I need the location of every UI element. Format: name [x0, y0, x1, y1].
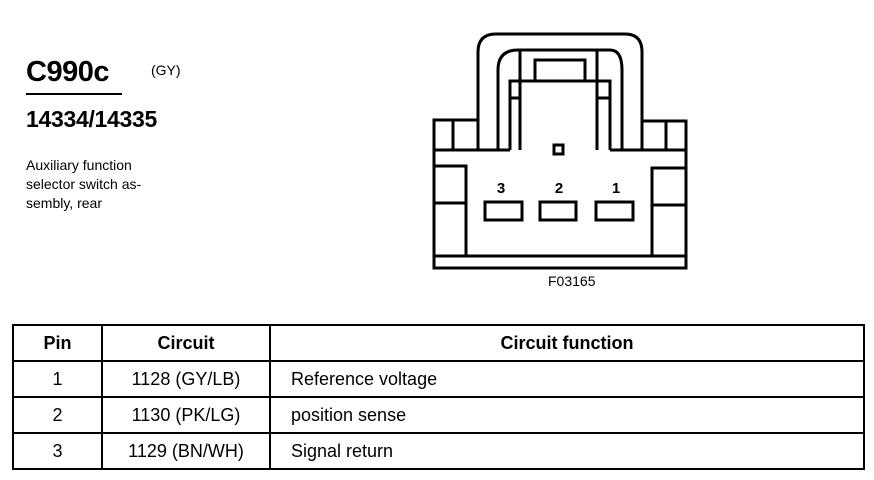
- cell-function: position sense: [269, 396, 865, 434]
- header-circuit: Circuit: [101, 324, 271, 362]
- left-shoulder: [432, 118, 478, 155]
- right-side-block: [650, 166, 686, 256]
- polarization-key: [552, 143, 565, 156]
- pin-cavity-2: [538, 200, 578, 222]
- figure-id: F03165: [548, 273, 596, 289]
- left-side-block: [434, 164, 468, 256]
- latch-outer: [476, 32, 644, 150]
- connector-face-diagram: 3 2 1: [432, 32, 688, 270]
- cell-function: Reference voltage: [269, 360, 865, 398]
- pin-cavity-1: [594, 200, 635, 222]
- cell-circuit: 1129 (BN/WH): [101, 432, 271, 470]
- part-numbers: 14334/14335: [26, 106, 158, 132]
- cell-circuit: 1130 (PK/LG): [101, 396, 271, 434]
- cell-function: Signal return: [269, 432, 865, 470]
- connector-description: Auxiliary function selector switch as- s…: [26, 156, 186, 213]
- pin-label-3: 3: [497, 180, 505, 197]
- table-row: 1 1128 (GY/LB) Reference voltage: [12, 360, 865, 398]
- pin-table: Pin Circuit Circuit function 1 1128 (GY/…: [12, 324, 865, 470]
- pin-label-2: 2: [555, 180, 563, 197]
- connector-color-code: (GY): [151, 62, 181, 78]
- center-block: [508, 79, 612, 150]
- connector-body: [432, 148, 688, 270]
- cell-pin: 2: [12, 396, 103, 434]
- cell-pin: 1: [12, 360, 103, 398]
- title-underline: [26, 93, 122, 95]
- description-line: sembly, rear: [26, 195, 102, 211]
- header-circuit-function: Circuit function: [269, 324, 865, 362]
- connector-id: C990c: [26, 56, 109, 88]
- table-row: 2 1130 (PK/LG) position sense: [12, 396, 865, 434]
- cell-circuit: 1128 (GY/LB): [101, 360, 271, 398]
- pin-label-1: 1: [612, 180, 620, 197]
- cell-pin: 3: [12, 432, 103, 470]
- table-row: 3 1129 (BN/WH) Signal return: [12, 432, 865, 470]
- pin-cavity-3: [483, 200, 524, 222]
- latch-inner: [496, 48, 624, 150]
- table-header-row: Pin Circuit Circuit function: [12, 324, 865, 362]
- right-shoulder: [642, 119, 688, 155]
- description-line: Auxiliary function: [26, 157, 132, 173]
- header-pin: Pin: [12, 324, 103, 362]
- latch-tab: [533, 58, 587, 83]
- description-line: selector switch as-: [26, 176, 142, 192]
